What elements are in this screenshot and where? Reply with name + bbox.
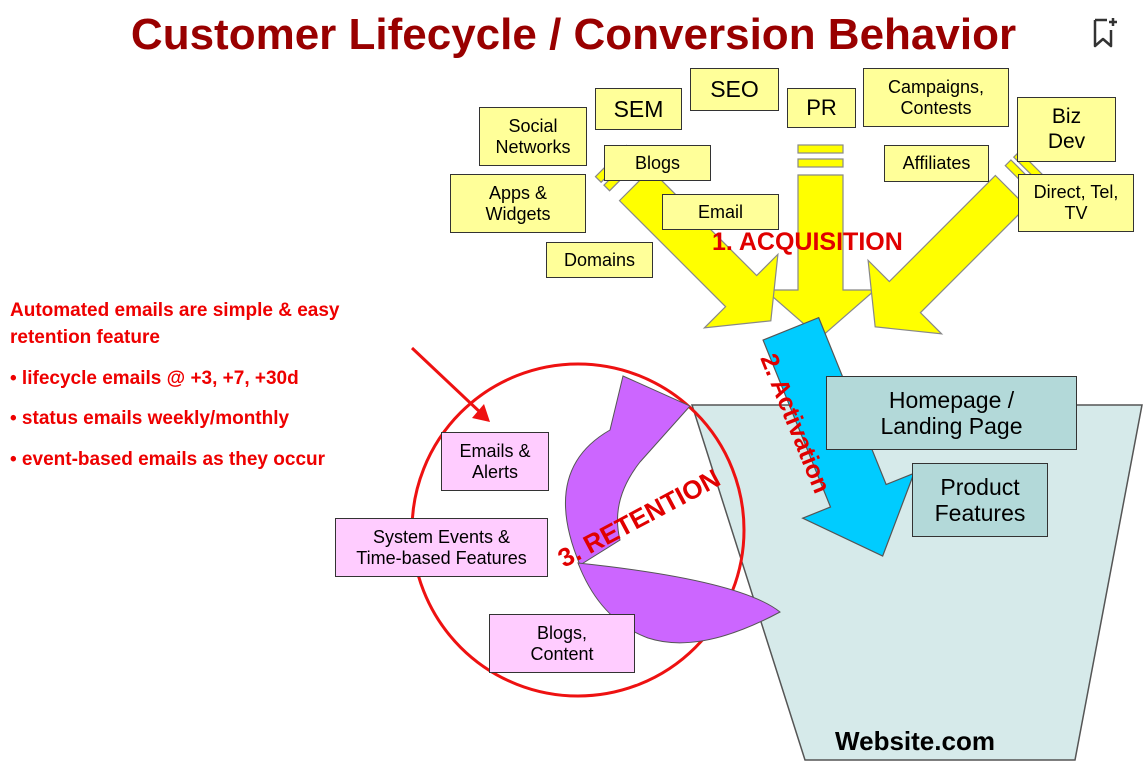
source-domains: Domains <box>546 242 653 278</box>
website-funnel <box>690 404 1143 761</box>
source-apps-widgets: Apps & Widgets <box>450 174 586 233</box>
pointer-arrow <box>410 346 490 422</box>
note-bullet: • event-based emails as they occur <box>10 449 326 470</box>
system-events-box: System Events & Time-based Features <box>335 518 548 577</box>
emails-alerts-box: Emails & Alerts <box>441 432 549 491</box>
source-blogs: Blogs <box>604 145 711 181</box>
source-affiliates: Affiliates <box>884 145 989 182</box>
page-title: Customer Lifecycle / Conversion Behavior <box>130 10 1017 59</box>
source-sem: SEM <box>595 88 682 130</box>
note-bullet: • lifecycle emails @ +3, +7, +30d <box>10 368 299 389</box>
retention-arrow <box>565 375 691 566</box>
acquisition-label: 1. ACQUISITION <box>712 228 903 256</box>
source-biz-dev: Biz Dev <box>1017 97 1116 162</box>
source-email: Email <box>662 194 779 230</box>
source-seo: SEO <box>690 68 779 111</box>
notes-heading: Automated emails are simple & easy reten… <box>10 300 340 348</box>
blogs-content-box: Blogs, Content <box>489 614 635 673</box>
website-label: Website.com <box>835 726 995 756</box>
source-social-networks: Social Networks <box>479 107 587 166</box>
note-bullet: • status emails weekly/monthly <box>10 408 290 429</box>
product-features-box: Product Features <box>912 463 1048 537</box>
source-direct-tel-tv: Direct, Tel, TV <box>1018 174 1134 232</box>
bookmark-add-icon[interactable] <box>1090 14 1120 50</box>
homepage-landing-box: Homepage / Landing Page <box>826 376 1077 450</box>
source-campaigns: Campaigns, Contests <box>863 68 1009 127</box>
source-pr: PR <box>787 88 856 128</box>
